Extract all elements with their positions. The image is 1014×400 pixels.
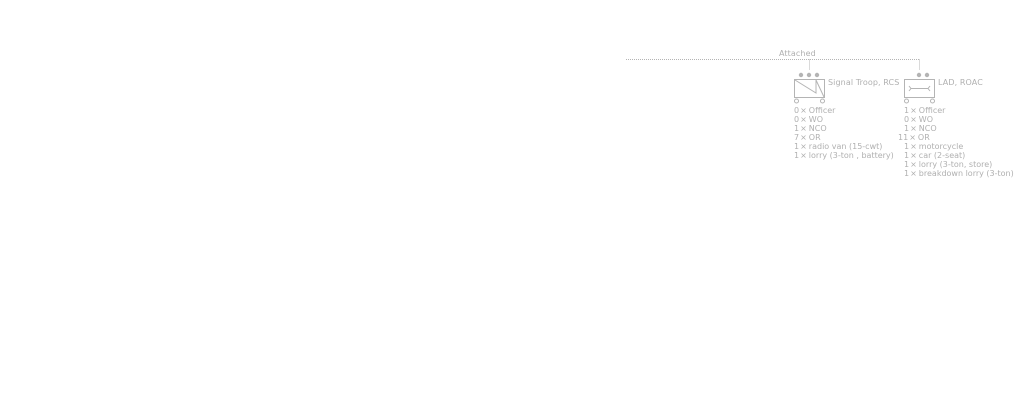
multiplier-sign: × <box>910 160 917 169</box>
equipment-qty: 1 <box>794 142 800 151</box>
equipment-qty: 1 <box>904 151 910 160</box>
wheel-icon <box>904 98 909 104</box>
equipment-item: car (2-seat) <box>918 151 966 160</box>
equipment-row: 1×Officer <box>898 106 1014 115</box>
equipment-item: Officer <box>808 106 836 115</box>
equipment-row: 0×WO <box>898 115 1014 124</box>
equipment-item: OR <box>917 133 930 142</box>
equipment-item: NCO <box>918 124 937 133</box>
equipment-row: 1×lorry (3-ton , battery) <box>794 151 894 160</box>
equipment-item: breakdown lorry (3-ton) <box>918 169 1014 178</box>
equipment-item: Officer <box>918 106 946 115</box>
equipment-qty: 0 <box>794 106 800 115</box>
equipment-qty: 1 <box>904 169 910 178</box>
size-dot <box>814 72 820 78</box>
size-dot <box>806 72 812 78</box>
equipment-item: motorcycle <box>918 142 964 151</box>
multiplier-sign: × <box>910 106 917 115</box>
equipment-row: 1×breakdown lorry (3-ton) <box>898 169 1014 178</box>
equipment-qty: 0 <box>904 115 910 124</box>
signal-troop-name: Signal Troop, RCS <box>828 78 900 87</box>
wheel-icon <box>820 98 825 104</box>
equipment-qty: 1 <box>904 160 910 169</box>
lad-name: LAD, ROAC <box>938 78 983 87</box>
equipment-qty: 1 <box>904 106 910 115</box>
signal-troop-symbol <box>794 72 825 104</box>
equipment-row: 0×WO <box>794 115 894 124</box>
equipment-qty: 0 <box>794 115 800 124</box>
multiplier-sign: × <box>910 115 917 124</box>
multiplier-sign: × <box>910 142 917 151</box>
lad-symbol <box>904 72 935 104</box>
multiplier-sign: × <box>800 142 807 151</box>
equipment-row: 1×radio van (15-cwt) <box>794 142 894 151</box>
size-dot <box>798 72 804 78</box>
equipment-row: 1×motorcycle <box>898 142 1014 151</box>
equipment-qty: 1 <box>904 124 910 133</box>
equipment-row: 0×Officer <box>794 106 894 115</box>
multiplier-sign: × <box>910 124 917 133</box>
unit-frame <box>794 79 825 98</box>
equipment-row: 1×NCO <box>898 124 1014 133</box>
multiplier-sign: × <box>909 133 916 142</box>
equipment-row: 7×OR <box>794 133 894 142</box>
equipment-qty: 1 <box>794 151 800 160</box>
multiplier-sign: × <box>800 133 807 142</box>
multiplier-sign: × <box>910 151 917 160</box>
equipment-item: WO <box>808 115 824 124</box>
equipment-qty: 11 <box>898 133 909 142</box>
signal-lightning-icon <box>794 79 825 98</box>
equipment-item: WO <box>918 115 934 124</box>
equipment-qty: 1 <box>794 124 800 133</box>
equipment-row: 11×OR <box>898 133 1014 142</box>
equipment-item: radio van (15-cwt) <box>808 142 883 151</box>
size-dot <box>916 72 922 78</box>
multiplier-sign: × <box>800 115 807 124</box>
size-dot <box>924 72 930 78</box>
attached-label: Attached <box>779 49 816 58</box>
equipment-item: NCO <box>808 124 827 133</box>
equipment-row: 1×lorry (3-ton, store) <box>898 160 1014 169</box>
equipment-qty: 1 <box>904 142 910 151</box>
equipment-item: lorry (3-ton , battery) <box>808 151 894 160</box>
multiplier-sign: × <box>800 106 807 115</box>
equipment-qty: 7 <box>794 133 800 142</box>
multiplier-sign: × <box>800 151 807 160</box>
wheel-icon <box>930 98 935 104</box>
equipment-item: lorry (3-ton, store) <box>918 160 993 169</box>
equipment-item: OR <box>808 133 821 142</box>
equipment-row: 1×NCO <box>794 124 894 133</box>
multiplier-sign: × <box>800 124 807 133</box>
wheel-icon <box>794 98 799 104</box>
equipment-row: 1×car (2-seat) <box>898 151 1014 160</box>
unit-frame <box>904 79 935 98</box>
multiplier-sign: × <box>910 169 917 178</box>
wrench-icon <box>908 85 931 92</box>
